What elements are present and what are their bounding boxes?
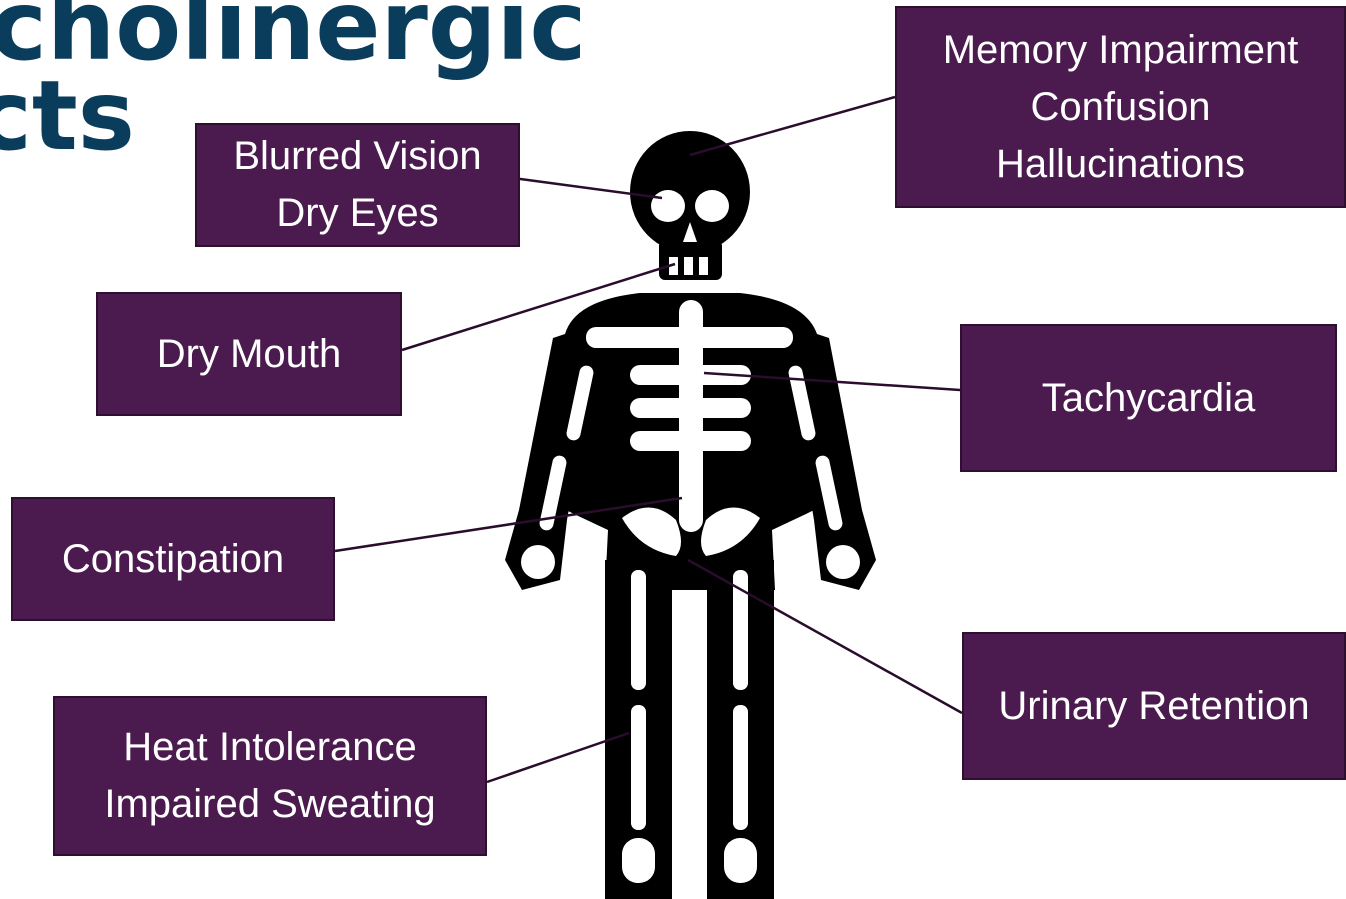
label-line: Dry Eyes: [233, 185, 481, 242]
label-line: Memory Impairment: [943, 22, 1299, 79]
leader-line-heat: [487, 733, 629, 782]
label-line: Blurred Vision: [233, 128, 481, 185]
leader-line-constipation: [335, 498, 682, 551]
label-blurred-vision: Blurred Vision Dry Eyes: [195, 123, 520, 247]
label-line: Constipation: [62, 531, 284, 588]
label-line: Confusion: [943, 79, 1299, 136]
label-heat-intolerance: Heat Intolerance Impaired Sweating: [53, 696, 487, 856]
label-urinary-retention: Urinary Retention: [962, 632, 1346, 780]
leader-line-memory: [690, 97, 895, 155]
leader-line-mouth: [402, 264, 675, 350]
label-constipation: Constipation: [11, 497, 335, 621]
label-line: Heat Intolerance: [104, 719, 435, 776]
label-line: Hallucinations: [943, 136, 1299, 193]
label-memory-impairment: Memory Impairment Confusion Hallucinatio…: [895, 6, 1346, 208]
label-line: Impaired Sweating: [104, 776, 435, 833]
label-line: Urinary Retention: [998, 678, 1309, 735]
label-line: Tachycardia: [1042, 370, 1255, 427]
label-tachycardia: Tachycardia: [960, 324, 1337, 472]
leader-line-urinary: [688, 560, 962, 713]
label-line: Dry Mouth: [157, 326, 342, 383]
label-dry-mouth: Dry Mouth: [96, 292, 402, 416]
leader-line-heart: [704, 373, 975, 391]
leader-line-vision: [513, 178, 662, 198]
